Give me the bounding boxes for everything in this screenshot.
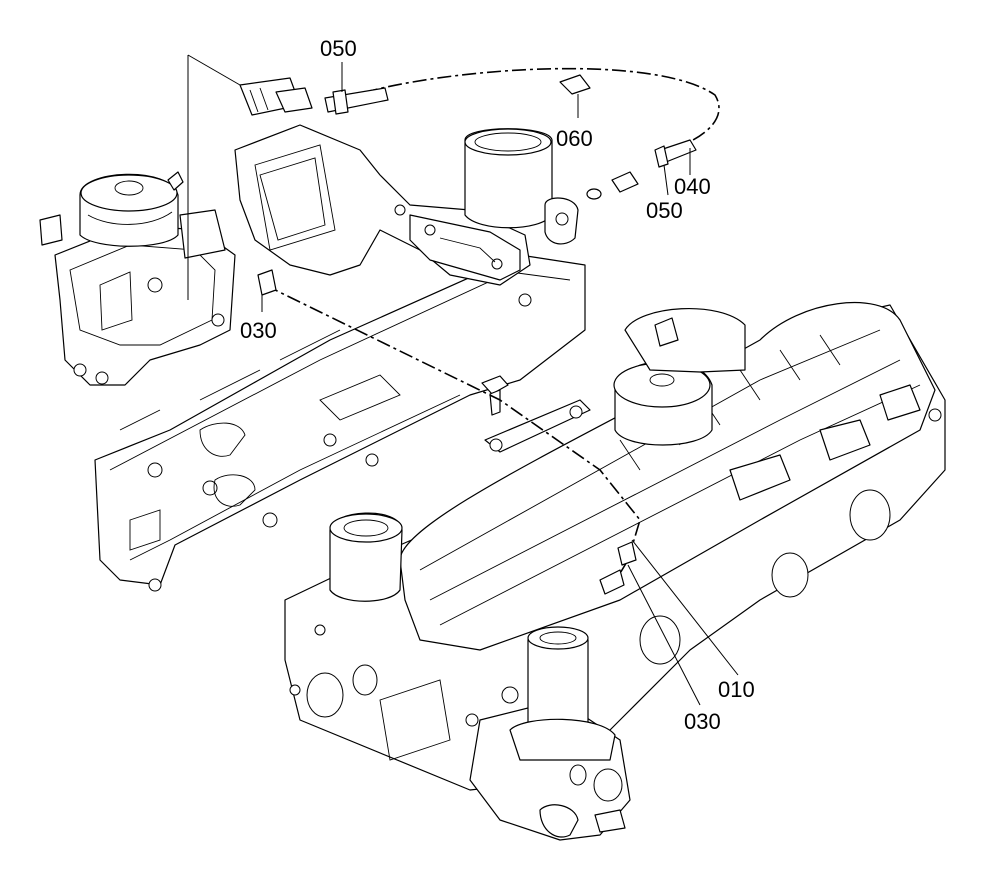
- callout-030-bottom: 030: [684, 709, 721, 734]
- clamp-050-right: [654, 145, 669, 168]
- callout-labels: 050 060 040 050 030 010 030: [240, 36, 755, 734]
- pressure-sensor: [239, 77, 313, 116]
- egr-valve: [39, 171, 236, 386]
- clamp-050-top: [332, 89, 349, 115]
- leader-lines: [187, 54, 739, 706]
- hose-clamps: [257, 74, 697, 595]
- clamp-030-bottom: [617, 541, 637, 566]
- front-cylinder-head: [284, 302, 946, 841]
- washer: [586, 188, 602, 200]
- rear-cylinder-head: [94, 254, 586, 592]
- callout-050-top: 050: [320, 36, 357, 61]
- hose-end: [599, 569, 625, 595]
- clamp-030-left: [257, 269, 277, 296]
- fitting: [611, 171, 639, 193]
- callout-050-right: 050: [646, 198, 683, 223]
- callout-030-left: 030: [240, 318, 277, 343]
- callout-010: 010: [718, 677, 755, 702]
- callout-040: 040: [674, 174, 711, 199]
- callout-060: 060: [556, 126, 593, 151]
- clip-060: [559, 74, 591, 95]
- thermostat-housing: [234, 124, 579, 286]
